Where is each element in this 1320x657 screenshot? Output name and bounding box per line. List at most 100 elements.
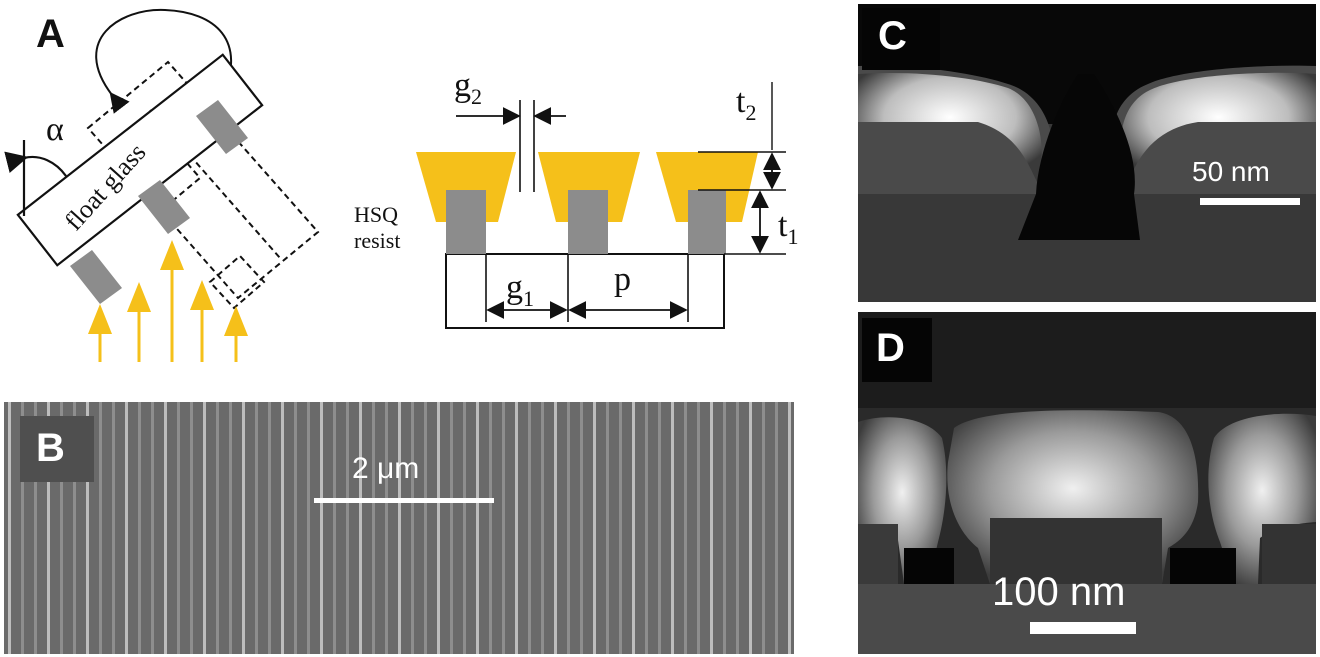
grating-line	[710, 402, 713, 654]
grating-line	[398, 402, 401, 654]
grating-line	[164, 402, 167, 654]
panel-b-label-box	[20, 416, 94, 482]
grating-line	[333, 402, 336, 654]
panel-d-label: D	[876, 326, 905, 370]
grating-line	[658, 402, 661, 654]
panel-b-sem-grating	[4, 402, 794, 654]
grating-line	[606, 402, 609, 654]
substrate-block	[445, 253, 725, 329]
hsq-pillar	[568, 190, 608, 254]
evaporation-flux-arrows	[88, 240, 248, 362]
hsq-pillar	[446, 190, 486, 254]
scale-label-b: 2 μm	[352, 452, 420, 485]
svg-text:g2: g2	[454, 67, 482, 109]
grating-line	[99, 402, 102, 654]
hsq-pillars	[446, 190, 726, 254]
grating-line	[502, 402, 505, 654]
grating-line	[749, 402, 752, 654]
grating-line	[645, 402, 648, 654]
panel-b-label: B	[36, 426, 65, 470]
grating-line	[320, 402, 323, 654]
gold-cap	[656, 152, 758, 222]
grating-line	[762, 402, 765, 654]
grating-line	[125, 402, 128, 654]
grating-line	[242, 402, 245, 654]
dim-t2-label: t	[736, 83, 746, 120]
grating-line	[567, 402, 570, 654]
grating-line	[684, 402, 687, 654]
dim-p-label: p	[614, 261, 631, 298]
scale-bar-c	[1200, 198, 1300, 205]
resist-block-middle	[138, 180, 190, 234]
gold-cap	[538, 152, 640, 222]
svg-text:t1: t1	[778, 207, 798, 249]
grating-line	[788, 402, 791, 654]
grating-line	[580, 402, 583, 654]
grating-line	[268, 402, 271, 654]
grating-line	[632, 402, 635, 654]
scale-bar-d	[1030, 622, 1136, 634]
dim-g2-subscript: 2	[471, 84, 482, 109]
panel-d-label-box	[862, 318, 932, 382]
grating-line	[476, 402, 479, 654]
scale-label-c: 50 nm	[1192, 156, 1270, 187]
grating-line	[515, 402, 518, 654]
grating-line	[372, 402, 375, 654]
grating-line	[60, 402, 63, 654]
grating-line	[216, 402, 219, 654]
dim-g1-label: g	[506, 269, 523, 306]
grating-line	[775, 402, 778, 654]
grating-line	[463, 402, 466, 654]
grating-line	[411, 402, 414, 654]
grating-line	[73, 402, 76, 654]
grating-line	[281, 402, 284, 654]
grating-line	[554, 402, 557, 654]
gold-cap	[416, 152, 516, 222]
angle-arc	[4, 151, 67, 177]
grating-line	[697, 402, 700, 654]
grating-line	[8, 402, 11, 654]
grating-line	[138, 402, 141, 654]
grating-line	[229, 402, 232, 654]
grating-line	[593, 402, 596, 654]
scale-bar-b	[314, 498, 494, 503]
grating-line	[437, 402, 440, 654]
grating-line	[151, 402, 154, 654]
scale-label-d: 100 nm	[992, 570, 1126, 614]
grating-line	[307, 402, 310, 654]
panel-a-evaporation-schematic: float glass α	[4, 8, 320, 362]
grating-line	[255, 402, 258, 654]
dim-t2-subscript: 2	[745, 100, 756, 125]
hsq-pillar	[688, 190, 726, 254]
grating-line	[541, 402, 544, 654]
grating-line	[177, 402, 180, 654]
grating-line	[450, 402, 453, 654]
grating-line	[190, 402, 193, 654]
gold-caps	[416, 152, 758, 222]
hsq-label-line2: resist	[354, 228, 400, 253]
hsq-label-line1: HSQ	[354, 202, 398, 227]
svg-text:g1: g1	[506, 269, 534, 311]
dim-t1-subscript: 1	[787, 224, 798, 249]
grating-line	[424, 402, 427, 654]
grating-line	[671, 402, 674, 654]
panel-c-label: C	[878, 14, 907, 58]
grating-line	[359, 402, 362, 654]
svg-text:t2: t2	[736, 83, 756, 125]
dim-t1-label: t	[778, 207, 788, 244]
angle-alpha-label: α	[46, 111, 64, 148]
panel-a-label: A	[36, 12, 65, 56]
grating-lines	[8, 402, 791, 654]
grating-line	[385, 402, 388, 654]
grating-line	[203, 402, 206, 654]
resist-block-bottom	[70, 250, 122, 304]
rotation-arrow	[95, 8, 238, 114]
grating-line	[619, 402, 622, 654]
grating-line	[736, 402, 739, 654]
grating-line	[294, 402, 297, 654]
panel-a-cross-section-schematic: g2 g1 p t2 t1 HSQ resist	[354, 67, 798, 329]
grating-line	[528, 402, 531, 654]
resist-blocks	[70, 100, 248, 304]
grating-line	[34, 402, 37, 654]
grating-line	[346, 402, 349, 654]
